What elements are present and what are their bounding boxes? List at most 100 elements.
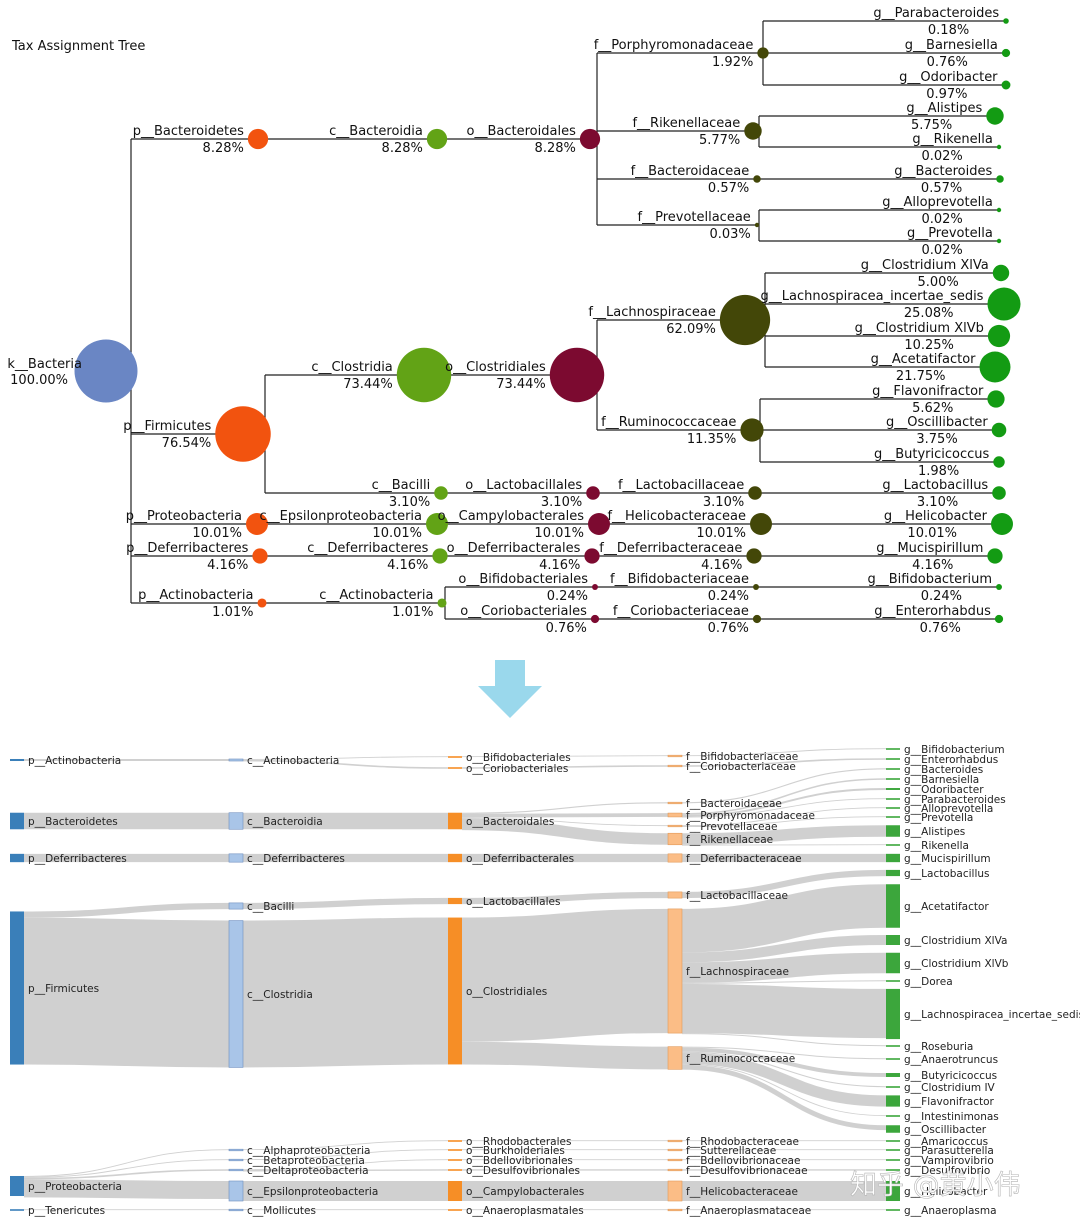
tree-label-f-bacteroidaceae: f__Bacteroidaceae [631, 164, 750, 179]
tree-pct-o-deferribacterales: 4.16% [539, 558, 580, 573]
sankey-node-p-deferribacteres [10, 853, 24, 863]
sankey-label-p-bacteroidetes: p__Bacteroidetes [28, 816, 118, 828]
tree-label-o-clostridiales: o__Clostridiales [445, 360, 546, 375]
sankey-label-o-clostridiales: o__Clostridiales [466, 986, 547, 998]
tree-node-g-alloprevotella [996, 207, 1002, 213]
sankey-label-g-anaeroplasma: g__Anaeroplasma [904, 1205, 997, 1217]
tree-node-p-firmicutes [215, 406, 271, 462]
sankey-label-p-actinobacteria: p__Actinobacteria [28, 755, 121, 767]
tree-pct-g-oscillibacter: 3.75% [916, 432, 957, 447]
tree-label-g-bacteroides: g__Bacteroides [894, 164, 992, 179]
tree-pct-g-butyricicoccus: 1.98% [918, 464, 959, 479]
tree-pct-p-proteobacteria: 10.01% [192, 526, 242, 541]
sankey-label-g-oscillibacter: g__Oscillibacter [904, 1124, 987, 1136]
sankey-label-g-rikenella: g__Rikenella [904, 840, 969, 852]
tree-node-o-bifidobacteriales [592, 584, 598, 590]
tree-label-g-butyricicoccus: g__Butyricicoccus [874, 447, 990, 462]
sankey-node-c-deltaproteobacteria [228, 1168, 244, 1172]
sankey-label-g-intestinimonas: g__Intestinimonas [904, 1111, 999, 1123]
tree-label-o-bacteroidales: o__Bacteroidales [467, 124, 577, 139]
sankey-node-g-desulfovibrio [886, 1169, 900, 1171]
tree-node-g-odoribacter [1001, 80, 1011, 90]
tree-node-g-alistipes [986, 107, 1004, 125]
tree-pct-k-bacteria: 100.00% [10, 373, 68, 388]
sankey-link-c-deltaproteobacteria-to-o-bdellovibrionales [242, 1159, 449, 1171]
sankey-node-c-betaproteobacteria [228, 1158, 244, 1162]
sankey-link-f-lachnospiraceae-to-g-clostridium-xiva [681, 935, 887, 963]
tree-label-g-enterorhabdus: g__Enterorhabdus [874, 604, 991, 619]
tree-pct-g-helicobacter: 10.01% [907, 526, 957, 541]
sankey-link-p-proteobacteria-to-c-deltaproteobacteria [23, 1169, 230, 1180]
tree-pct-c-bacilli: 3.10% [389, 495, 430, 510]
tree-node-p-deferribacteres [252, 548, 268, 564]
tree-node-p-bacteroidetes [247, 128, 269, 150]
tree-label-g-prevotella: g__Prevotella [907, 226, 993, 241]
sankey-label-p-deferribacteres: p__Deferribacteres [28, 853, 127, 865]
tree-node-g-lachno-incertae [987, 287, 1021, 321]
sankey-link-p-proteobacteria-to-c-alphaproteobacteria [23, 1149, 230, 1177]
sankey-link-f-porphyromonadaceae-to-g-barnesiella [681, 778, 887, 815]
sankey-label-f-ruminococcaceae: f__Ruminococcaceae [686, 1053, 795, 1065]
tree-label-c-bacilli: c__Bacilli [372, 478, 431, 493]
tree-node-f-rikenellaceae [744, 122, 762, 140]
sankey-label-g-clostridium-iv: g__Clostridium IV [904, 1082, 996, 1094]
tree-node-c-bacilli [434, 486, 448, 500]
tree-label-g-parabacteroides: g__Parabacteroides [873, 6, 999, 21]
sankey-link-o-bacteroidales-to-f-rikenellaceae [461, 818, 669, 845]
tree-node-c-epsilon [426, 513, 448, 535]
tree-pct-f-prevotellaceae: 0.03% [709, 227, 750, 242]
tree-node-g-parabacteroides [1003, 18, 1009, 24]
sankey-label-c-mollicutes: c__Mollicutes [247, 1205, 316, 1217]
sankey-label-g-acetatifactor: g__Acetatifactor [904, 901, 989, 913]
tree-node-f-lachnospiraceae [719, 294, 771, 346]
sankey-link-f-lachnospiraceae-to-g-acetatifactor [681, 884, 887, 953]
sankey-label-c-bacteroidia: c__Bacteroidia [247, 816, 323, 828]
tree-pct-f-deferribacteraceae: 4.16% [701, 558, 742, 573]
sankey-node-g-lachno-incertae [886, 988, 900, 1040]
sankey-label-f-anaeroplasmataceae: f__Anaeroplasmataceae [686, 1205, 811, 1217]
tree-pct-g-alloprevotella: 0.02% [921, 212, 962, 227]
tree-node-f-deferribacteraceae [746, 548, 762, 564]
tree-node-o-clostridiales [549, 347, 605, 403]
tree-node-g-lactobacillus [992, 486, 1006, 500]
sankey-label-g-parasutterella: g__Parasutterella [904, 1145, 994, 1157]
sankey-node-g-odoribacter [886, 788, 900, 790]
sankey-label-g-alistipes: g__Alistipes [904, 826, 965, 838]
sankey-node-o-desulfovibrionales [448, 1169, 462, 1171]
sankey-label-f-porphyromonadaceae: f__Porphyromonadaceae [686, 810, 815, 822]
sankey-label-f-rhodobacteraceae: f__Rhodobacteraceae [686, 1136, 799, 1148]
sankey-node-g-parasutterella [886, 1149, 900, 1151]
tree-node-f-helicobacteraceae [750, 513, 772, 535]
sankey-label-c-deltaproteobacteria: c__Deltaproteobacteria [247, 1165, 369, 1177]
sankey-node-g-butyricicoccus [886, 1073, 900, 1077]
tree-pct-g-barnesiella: 0.76% [927, 55, 968, 70]
sankey-node-g-roseburia [886, 1045, 900, 1047]
tree-label-g-rikenella: g__Rikenella [912, 132, 992, 147]
tree-pct-g-lactobacillus: 3.10% [917, 495, 958, 510]
sankey-node-f-rikenellaceae [667, 832, 683, 846]
tree-label-g-acetatifactor: g__Acetatifactor [871, 352, 977, 367]
tree-node-o-deferribacterales [584, 548, 600, 564]
tree-pct-c-clostridia: 73.44% [343, 377, 393, 392]
tree-pct-p-bacteroidetes: 8.28% [203, 141, 244, 156]
sankey-node-f-deferribacteraceae [667, 853, 683, 863]
tree-pct-p-firmicutes: 76.54% [162, 436, 212, 451]
sankey-node-g-parabacteroides [886, 798, 900, 800]
tree-pct-p-actinobacteria: 1.01% [212, 605, 253, 620]
sankey-label-g-lachno-incertae: g__Lachnospiracea_incertae_sedis [904, 1009, 1080, 1021]
tree-label-f-ruminococcaceae: f__Ruminococcaceae [601, 415, 736, 430]
sankey-label-g-dorea: g__Dorea [904, 976, 953, 988]
tree-pct-g-parabacteroides: 0.18% [928, 23, 969, 38]
sankey-link-o-coriobacteriales-to-f-coriobacteriaceae [461, 765, 669, 769]
sankey-node-g-intestinimonas [886, 1115, 900, 1117]
tree-node-p-proteobacteria [246, 513, 268, 535]
sankey-link-f-rikenellaceae-to-g-rikenella [681, 844, 887, 846]
tree-node-g-mucispirillum [987, 548, 1003, 564]
sankey-label-g-barnesiella: g__Barnesiella [904, 774, 979, 786]
tree-node-g-bifidobacterium [996, 584, 1002, 590]
sankey-node-o-rhodobacterales [448, 1140, 462, 1142]
tree-pct-g-clostridium-xivb: 10.25% [904, 338, 954, 353]
sankey-label-o-bdellovibrionales: o__Bdellovibrionales [466, 1155, 573, 1167]
sankey-link-f-lachnospiraceae-to-g-roseburia [681, 1033, 887, 1047]
sankey-link-c-clostridia-to-o-clostridiales [242, 917, 449, 1068]
